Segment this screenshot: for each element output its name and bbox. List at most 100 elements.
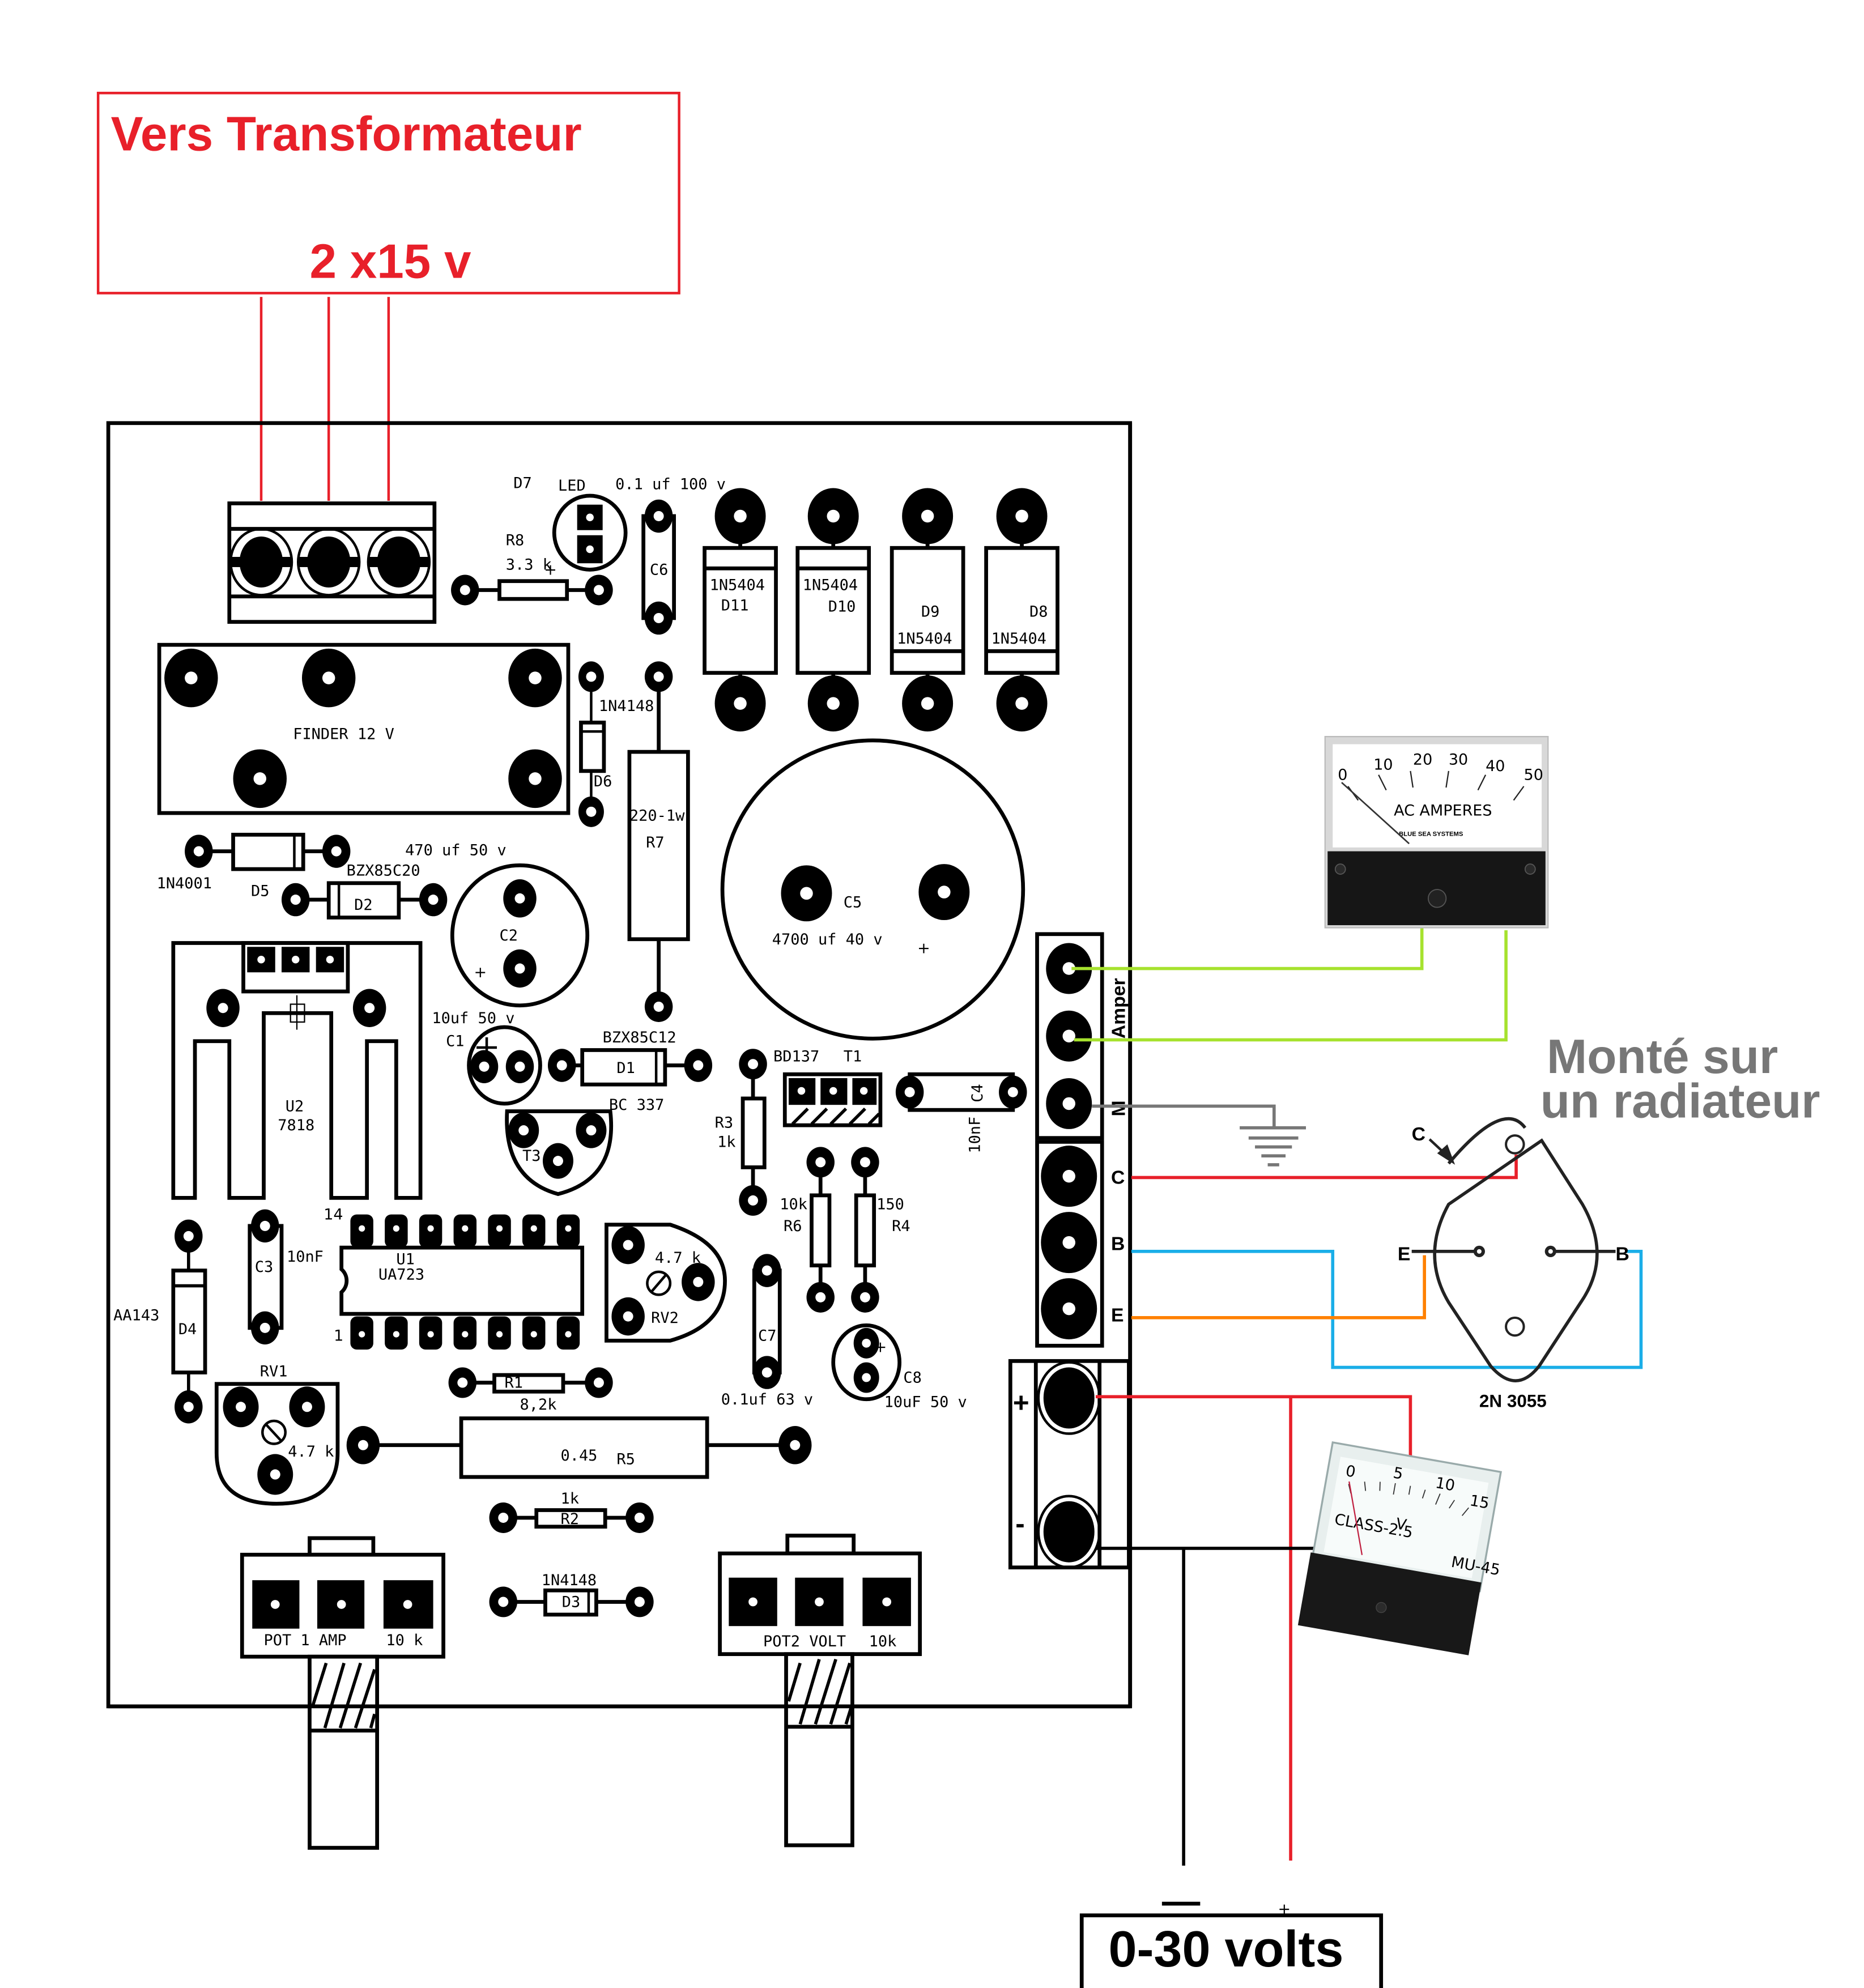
d5-label: D5: [251, 882, 269, 900]
d11-part-label: 1N5404: [710, 576, 765, 594]
led-d7: [552, 493, 628, 572]
c5-label: C5: [844, 894, 862, 912]
r3-value-label: 1k: [717, 1133, 735, 1151]
diode-d9: D9 1N5404: [890, 488, 965, 732]
d4-label: D4: [178, 1321, 197, 1338]
pot2-label: POT2 VOLT: [763, 1633, 846, 1650]
transistor-t3: T3: [505, 1109, 614, 1197]
diode-d5: 1N4001 D5: [157, 832, 351, 900]
transformer-box: Vers Transformateur 2 x15 v: [96, 91, 680, 295]
rv2-value-label: 4.7 k: [655, 1249, 701, 1267]
resistor-r7: 220-1w R7: [627, 661, 690, 1022]
trimmer-screw-icon: [261, 1419, 287, 1445]
capacitor-c8: + C8 10uF 50 v: [831, 1323, 967, 1411]
diode-d3: 1N4148 D3: [489, 1572, 654, 1617]
c2-plus-sign: +: [474, 964, 487, 981]
u1-label: U1: [396, 1250, 414, 1268]
voltmeter-needle: [1348, 1481, 1363, 1555]
transistor-terminal-block[interactable]: C B E: [1035, 1140, 1125, 1348]
r1-value-label: 8,2k: [520, 1396, 557, 1414]
c8-value-label: 10uF 50 v: [884, 1393, 967, 1411]
r4-label: R4: [892, 1218, 910, 1235]
capacitor-c7: C7 0.1uf 63 v: [721, 1254, 813, 1408]
c4-label: C4: [969, 1084, 986, 1102]
potentiometer-pot1[interactable]: POT 1 AMP 10 k: [240, 1536, 445, 1850]
output-terminal-block[interactable]: + -: [1008, 1359, 1131, 1570]
ammeter-tick-20: 20: [1413, 751, 1432, 769]
pin-c-label: C: [1412, 1123, 1425, 1145]
c1-label: C1: [446, 1033, 464, 1050]
diode-d6: 1N4148 D6: [578, 661, 654, 827]
c7-label: C7: [758, 1327, 776, 1344]
transformer-voltage: 2 x15 v: [309, 235, 471, 288]
c-terminal-label: C: [1111, 1167, 1125, 1189]
resistor-r5: 0.45 R5: [346, 1416, 812, 1479]
r7-label: R7: [646, 834, 664, 852]
r6-label: R6: [784, 1218, 802, 1235]
d9-part-label: 1N5404: [897, 630, 952, 648]
voltmeter-tick-10: 10: [1434, 1474, 1456, 1495]
r2-label: R2: [560, 1510, 578, 1528]
output-positive-wire: [1095, 1395, 1412, 1861]
pin14-label: 14: [324, 1206, 343, 1224]
t3-label: T3: [522, 1147, 541, 1165]
trimmer-rv2: 4.7 k RV2: [605, 1223, 727, 1343]
potentiometer-pot2[interactable]: POT2 VOLT 10k: [718, 1534, 922, 1847]
output-negative-wire: [1095, 1547, 1331, 1866]
e-terminal-label: E: [1111, 1305, 1123, 1326]
capacitor-c3: C3 10nF: [248, 1209, 324, 1345]
pin1-label: 1: [334, 1327, 343, 1344]
mounting-hole-icon: [283, 995, 312, 1030]
d8-label: D8: [1029, 603, 1048, 621]
c2-value-label: 470 uf 50 v: [405, 841, 507, 859]
radiator-note-line2: un radiateur: [1540, 1075, 1820, 1129]
trimmer-rv1: 4.7 k: [214, 1382, 340, 1506]
ic-u1: U1 UA723: [339, 1214, 585, 1350]
rv1-value-label: 4.7 k: [288, 1443, 334, 1461]
screw-icon: [1524, 863, 1536, 875]
d10-part-label: 1N5404: [803, 576, 858, 594]
capacitor-c1: [467, 1025, 542, 1106]
ammeter-needle: [1341, 782, 1410, 845]
screw-terminal: [229, 527, 293, 597]
screw-terminal: [296, 527, 361, 597]
capacitor-c2: C2 +: [450, 863, 590, 1008]
diode-d4: AA143 D4: [113, 1219, 207, 1424]
d2-label: D2: [354, 896, 372, 914]
r6-value-label: 10k: [780, 1196, 807, 1214]
d6-label: D6: [594, 773, 612, 790]
r5-value-label: 0.45: [560, 1447, 597, 1465]
c5-value-label: 4700 uf 40 v: [772, 931, 883, 948]
d7-label: D7: [513, 475, 531, 492]
resistor-r4: 150 R4: [851, 1147, 910, 1313]
c2-label: C2: [500, 927, 518, 944]
r4-value-label: 150: [876, 1196, 904, 1214]
c3-value-label: 10nF: [287, 1248, 324, 1266]
pot2-shaft[interactable]: [784, 1652, 854, 1847]
resistor-r2: 1k R2: [489, 1490, 654, 1533]
d3-label: D3: [562, 1593, 580, 1611]
t1-part-label: BD137: [773, 1048, 819, 1066]
d2-part-label: BZX85C20: [347, 862, 420, 879]
plus-terminal-label: +: [1013, 1387, 1029, 1418]
output-voltage-label: 0-30 volts: [1108, 1921, 1343, 1978]
pin-b-label: B: [1615, 1244, 1629, 1265]
pot1-shaft[interactable]: [308, 1654, 380, 1850]
d6-part-label: 1N4148: [599, 697, 654, 715]
resistor-r6: 10k R6: [780, 1147, 835, 1313]
plus-sign: +: [544, 561, 557, 578]
rv2-label: RV2: [651, 1309, 679, 1327]
r1-label: R1: [505, 1374, 523, 1392]
m-label: M: [1108, 1100, 1130, 1116]
input-terminal-block[interactable]: [227, 501, 437, 624]
resistor-r1: R1 8,2k: [448, 1367, 613, 1414]
c5-plus-sign: +: [917, 940, 930, 957]
trimmer-screw-icon: [646, 1270, 672, 1296]
rv1-label: RV1: [260, 1363, 288, 1380]
diode-d8: D8 1N5404: [984, 488, 1059, 732]
c8-plus-sign: +: [874, 1339, 887, 1356]
ammeter-brand: BLUE SEA SYSTEMS: [1399, 831, 1463, 838]
d3-part-label: 1N4148: [542, 1572, 597, 1589]
d1-part-label: BZX85C12: [603, 1029, 676, 1046]
